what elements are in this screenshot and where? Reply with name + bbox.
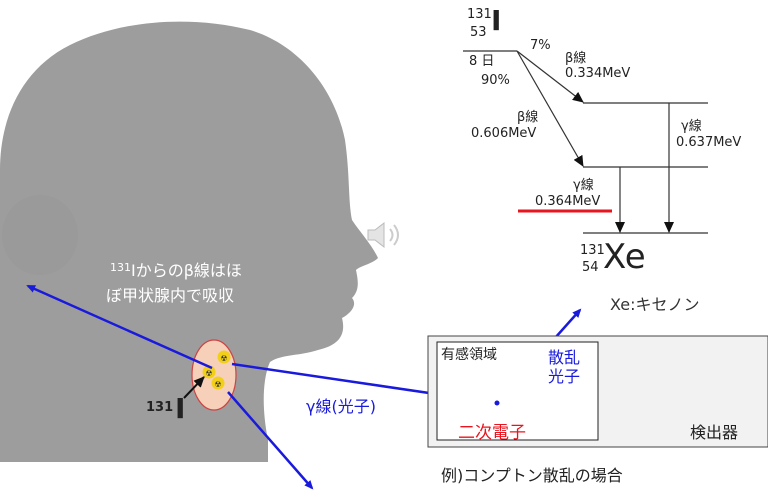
speaker-icon[interactable] [366, 220, 406, 250]
compton-example-note: 例)コンプトン散乱の場合 [441, 466, 623, 485]
beta-note-line1: Iからのβ線はほ [131, 261, 242, 280]
daughter-symbol: Xe [603, 237, 646, 277]
beta2-energy: 0.606MeV [471, 126, 537, 141]
branch-90-percent: 90% [481, 73, 510, 88]
daughter-mass-number: 131 [580, 243, 605, 258]
svg-text:☢: ☢ [214, 380, 221, 389]
hair-bun [2, 195, 78, 275]
beta-arrow-up-left [26, 284, 213, 370]
beta2-label: β線 [517, 110, 539, 125]
gamma-photon-label: γ線(光子) [306, 397, 376, 416]
parent-symbol: I [491, 4, 502, 37]
gamma-arrow-down [227, 391, 314, 490]
half-life: 8 日 [469, 54, 495, 69]
scattered-photon-label: 散乱光子 [548, 348, 581, 387]
svg-text:☢: ☢ [205, 369, 212, 378]
beta-note-superscript: 131 [110, 261, 131, 274]
iodine-mass-number: 131 [146, 400, 174, 415]
gamma1-energy: 0.637MeV [676, 135, 742, 150]
detector-label: 検出器 [690, 423, 739, 442]
gamma2-label: γ線 [573, 178, 594, 193]
daughter-name: Xe:キセノン [610, 295, 700, 314]
parent-atomic-number: 53 [470, 25, 487, 40]
parent-mass-number: 131 [467, 7, 492, 22]
head-silhouette [0, 21, 378, 462]
gamma1-label: γ線 [681, 119, 702, 134]
secondary-electron-label: 二次電子 [458, 423, 526, 443]
beta1-arrow [516, 50, 584, 103]
branch-7-percent: 7% [530, 38, 551, 53]
iodine-symbol: I [175, 392, 186, 425]
beta1-label: β線 [565, 51, 587, 66]
gamma2-energy: 0.364MeV [535, 194, 601, 209]
svg-text:☢: ☢ [220, 354, 227, 363]
iodine-pointer-arrow [183, 376, 205, 399]
beta-absorption-note: 131Iからのβ線はほ [110, 261, 242, 280]
sensitive-region-box [436, 341, 599, 441]
beta2-arrow [516, 50, 584, 167]
sensitive-region-label: 有感領域 [441, 347, 497, 363]
daughter-atomic-number: 54 [582, 260, 599, 275]
beta-note-line2: ぼ甲状腺内で吸収 [106, 286, 235, 305]
radioactive-particles: ☢ ☢ ☢ [202, 350, 231, 390]
beta1-energy: 0.334MeV [565, 66, 631, 81]
